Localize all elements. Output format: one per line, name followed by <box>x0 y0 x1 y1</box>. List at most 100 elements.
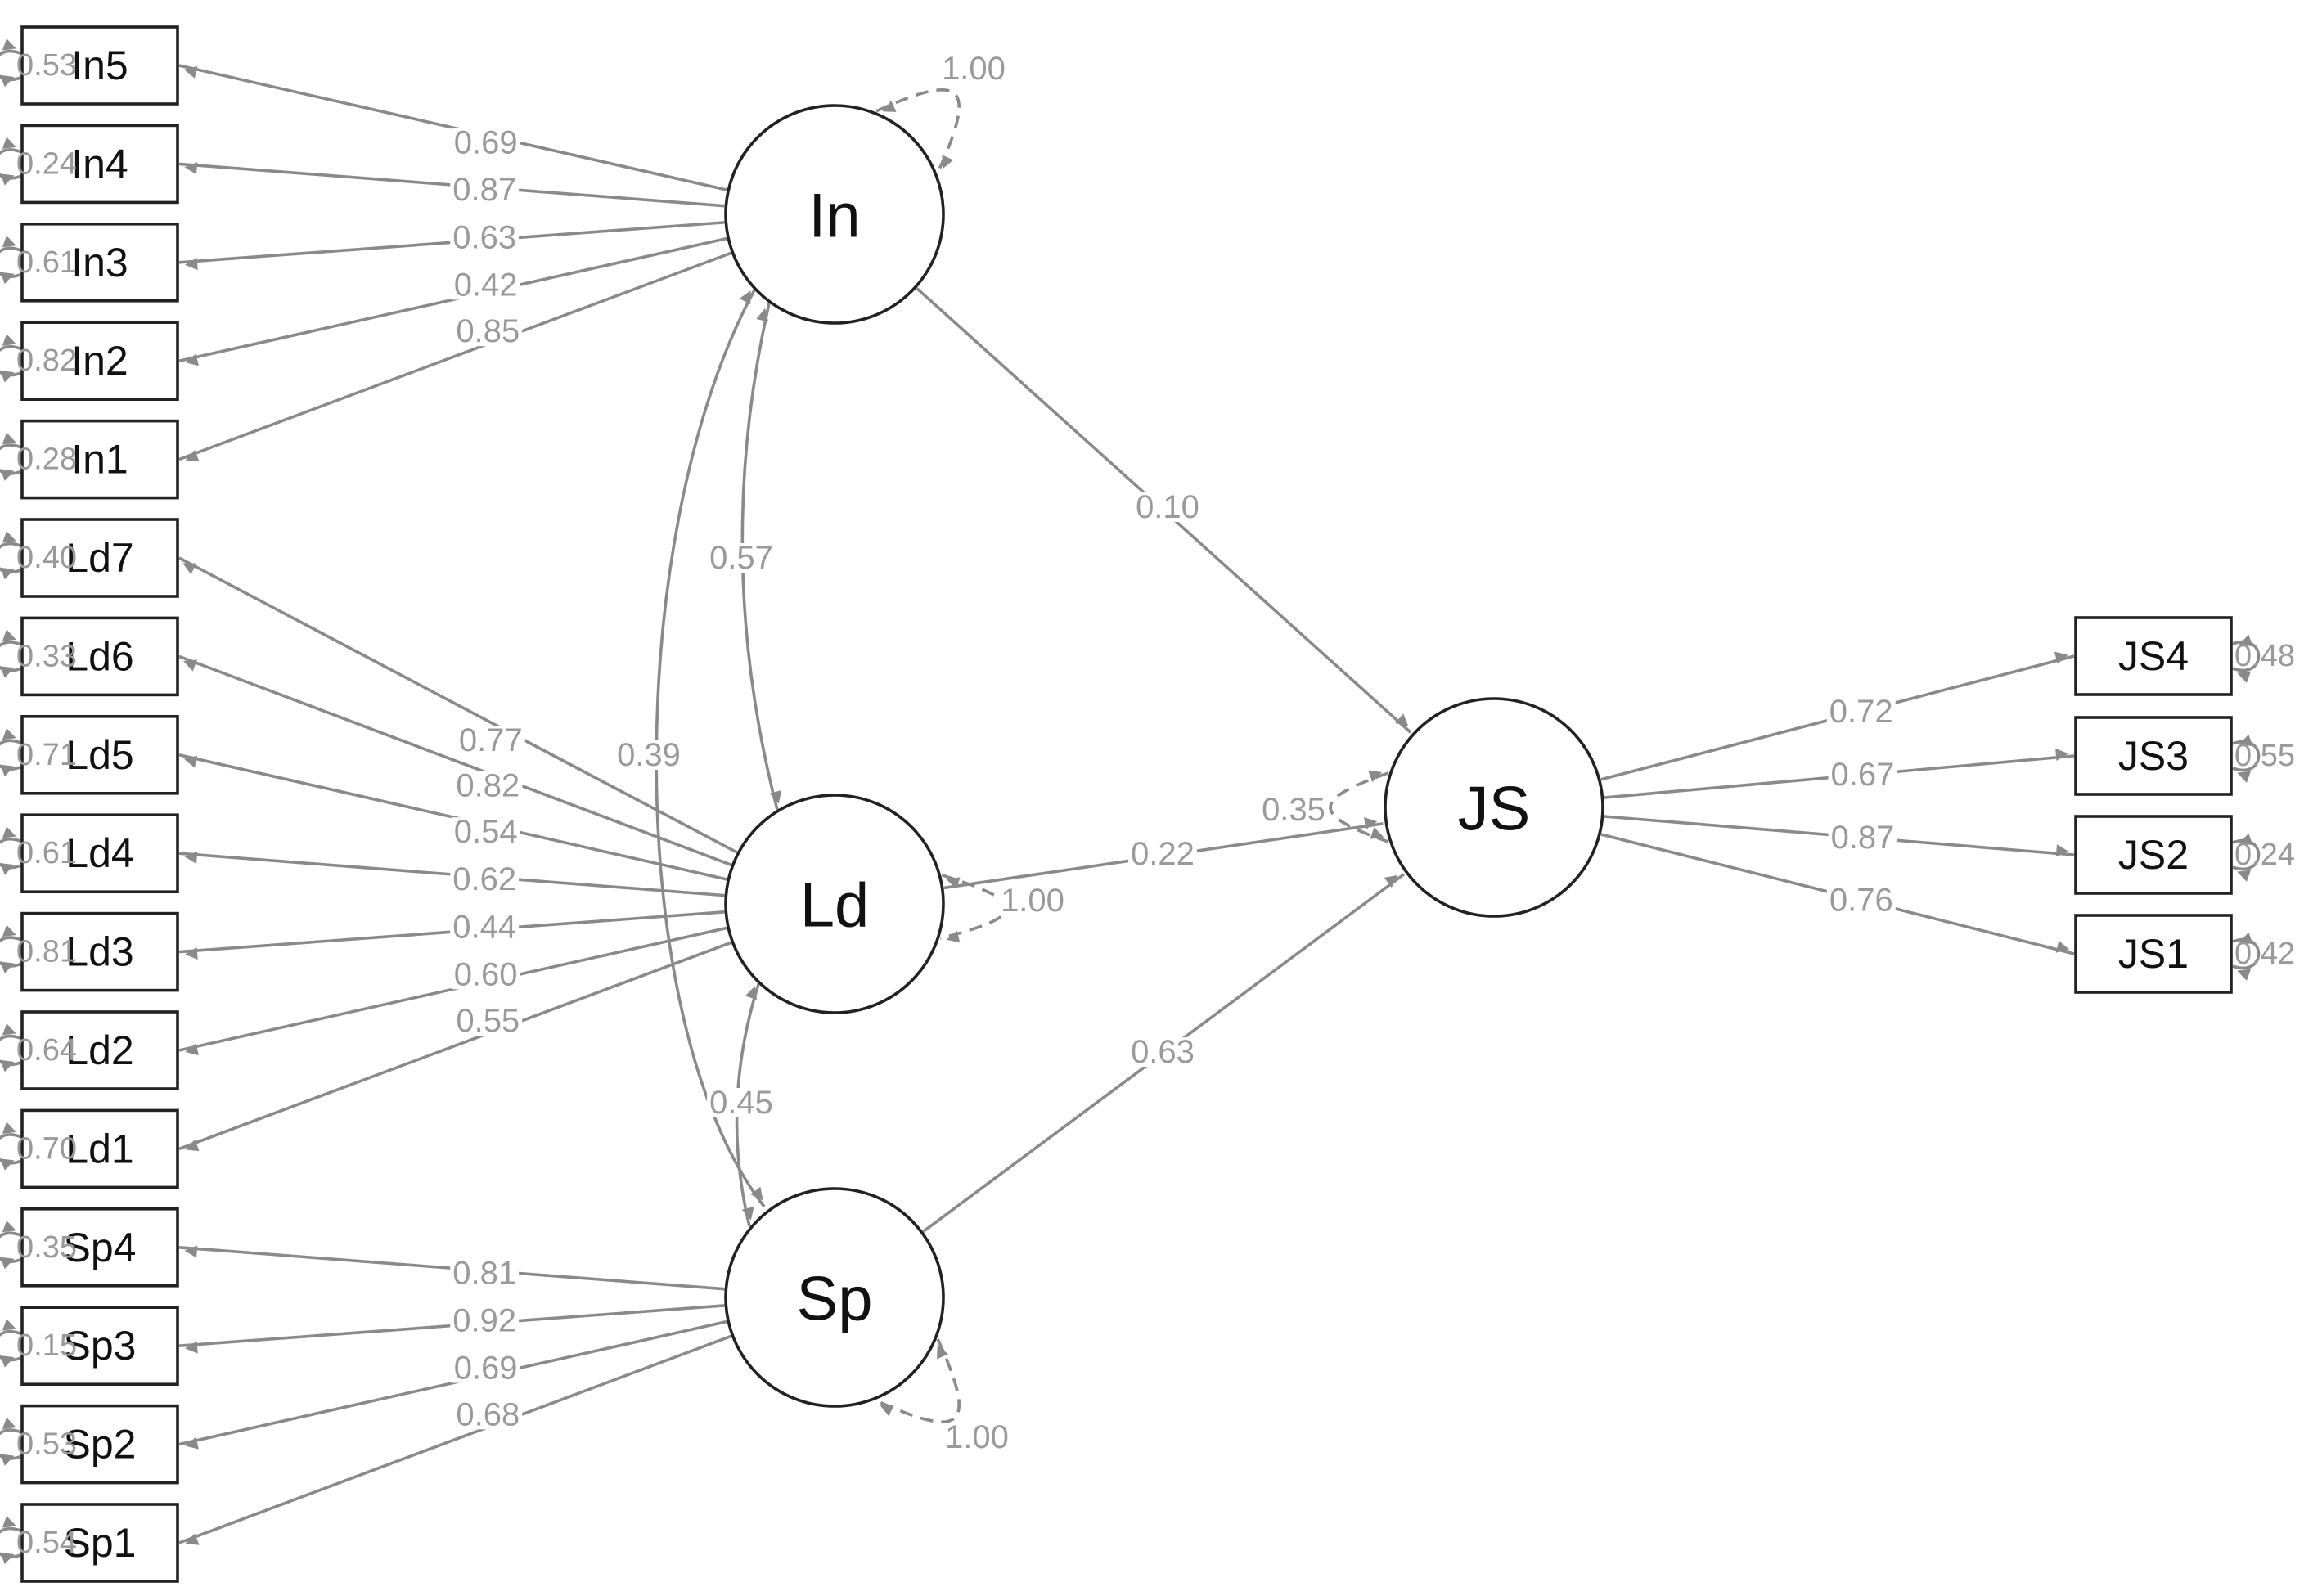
regression-ld-js-label-bg <box>1128 839 1197 869</box>
indicator-box-ld4 <box>20 813 179 894</box>
residual-loop-ld2 <box>0 1023 21 1072</box>
loading-label-js2: 0.87 <box>1831 820 1895 856</box>
residual-loop-ld3 <box>0 924 21 973</box>
indicator-box-sp2 <box>20 1404 179 1485</box>
loading-label-sp3: 0.92 <box>452 1303 516 1339</box>
indicator-box-js4 <box>2074 616 2233 696</box>
residual-loop-js3 <box>2232 734 2261 783</box>
residual-label-in2: 0.82 <box>16 344 77 378</box>
loading-label-ld5: 0.54 <box>454 814 518 850</box>
residual-loop-js4 <box>2232 634 2261 683</box>
indicator-label-js2: JS2 <box>2118 832 2189 878</box>
indicator-label-in1: In1 <box>71 437 128 483</box>
loading-label-sp2-bg <box>451 1353 520 1383</box>
indicator-label-sp4: Sp4 <box>64 1225 137 1270</box>
loading-arrow-ld6 <box>178 654 732 866</box>
label-layer: 0.690.530.870.240.630.610.420.820.850.28… <box>16 48 2295 1560</box>
loading-label-ld3: 0.44 <box>452 909 516 945</box>
loading-label-sp3-bg <box>450 1306 520 1336</box>
covariance-label-ld-sp-bg <box>707 1088 776 1117</box>
residual-loop-in4 <box>0 137 21 186</box>
residual-loop-sp1 <box>0 1516 21 1565</box>
loading-label-in1: 0.85 <box>456 313 520 349</box>
node-layer: In5In4In3In2In1Ld7Ld6Ld5Ld4Ld3Ld2Ld1Sp4S… <box>20 25 2233 1583</box>
loading-arrow-ld1 <box>178 941 732 1152</box>
loading-label-js3-bg <box>1828 759 1897 789</box>
residual-label-ld3: 0.81 <box>16 935 77 969</box>
residual-label-ld2: 0.64 <box>16 1033 77 1068</box>
residual-loop-ld6 <box>0 629 21 678</box>
loading-label-js4: 0.72 <box>1829 694 1893 730</box>
loading-label-js2-bg <box>1828 822 1897 852</box>
loading-label-js1: 0.76 <box>1829 882 1893 918</box>
residual-loop-ld1 <box>0 1122 21 1171</box>
loading-label-ld2: 0.60 <box>454 956 518 992</box>
loading-label-sp2: 0.69 <box>454 1351 518 1387</box>
indicator-label-ld3: Ld3 <box>65 929 133 975</box>
indicator-label-ld2: Ld2 <box>65 1027 133 1073</box>
loading-label-in5-bg <box>451 128 520 158</box>
indicator-label-js3: JS3 <box>2118 733 2189 779</box>
residual-loop-in1 <box>0 432 21 481</box>
regression-in-js-label: 0.10 <box>1136 489 1199 525</box>
residual-label-js1: 0.42 <box>2234 937 2295 971</box>
regression-ld-js-label: 0.22 <box>1131 836 1195 872</box>
residual-label-in5: 0.53 <box>16 48 77 83</box>
covariance-label-in-sp-bg <box>614 740 683 770</box>
loading-label-in1-bg <box>453 317 523 347</box>
indicator-box-ld5 <box>20 714 179 795</box>
loading-label-ld6: 0.82 <box>456 767 520 803</box>
regression-in-js-label-bg <box>1133 492 1202 522</box>
loading-label-sp1: 0.68 <box>456 1396 520 1432</box>
indicator-label-ld4: Ld4 <box>65 830 133 876</box>
loading-label-sp1-bg <box>453 1400 523 1430</box>
loading-label-ld1: 0.55 <box>456 1003 520 1039</box>
variance-label-sp: 1.00 <box>945 1419 1009 1455</box>
residual-label-in3: 0.61 <box>16 245 77 280</box>
variance-label-js: 0.35 <box>1262 792 1325 828</box>
indicator-box-sp4 <box>20 1207 179 1288</box>
indicator-label-ld6: Ld6 <box>65 633 133 679</box>
variance-loop-js <box>1329 770 1389 843</box>
loading-label-ld7-bg <box>456 726 525 756</box>
loading-label-ld4-bg <box>450 865 520 895</box>
residual-loop-ld4 <box>0 826 21 875</box>
residual-label-sp4: 0.35 <box>16 1230 77 1265</box>
loading-arrow-in5 <box>178 64 727 191</box>
indicator-box-in5 <box>20 25 179 106</box>
indicator-box-js3 <box>2074 716 2233 796</box>
variance-loop-sp <box>875 1338 961 1424</box>
loading-label-js3: 0.67 <box>1831 757 1895 793</box>
loading-label-ld4: 0.62 <box>452 861 516 897</box>
residual-label-in1: 0.28 <box>16 443 77 477</box>
loading-label-ld5-bg <box>451 817 520 847</box>
residual-label-js4: 0.48 <box>2234 639 2295 673</box>
residual-loop-sp2 <box>0 1417 21 1466</box>
variance-label-ld: 1.00 <box>1001 883 1064 919</box>
residual-loop-in3 <box>0 235 21 285</box>
indicator-label-sp1: Sp1 <box>64 1520 137 1566</box>
indicator-box-sp3 <box>20 1306 179 1386</box>
loading-arrow-ld7 <box>178 556 738 854</box>
variance-label-ld-bg <box>998 886 1067 915</box>
loading-arrow-ld5 <box>178 753 727 881</box>
covariance-label-in-ld: 0.57 <box>709 540 773 576</box>
edge-layer <box>0 38 2261 1565</box>
latent-circle-js <box>1384 697 1604 918</box>
loading-label-in4-bg <box>450 175 520 205</box>
loading-label-in2: 0.42 <box>454 267 518 303</box>
loading-label-in3: 0.63 <box>452 219 516 255</box>
latent-label-in: In <box>808 182 860 251</box>
loading-arrow-in1 <box>178 251 732 462</box>
variance-loop-in <box>875 88 961 173</box>
residual-label-ld5: 0.71 <box>16 738 77 772</box>
indicator-box-in2 <box>20 321 179 402</box>
indicator-box-js2 <box>2074 815 2233 895</box>
loading-label-in3-bg <box>450 223 520 253</box>
residual-label-ld4: 0.61 <box>16 836 77 870</box>
indicator-label-ld7: Ld7 <box>65 535 133 581</box>
latent-label-ld: Ld <box>800 871 870 941</box>
loading-label-ld6-bg <box>453 771 523 801</box>
indicator-box-ld6 <box>20 616 179 697</box>
